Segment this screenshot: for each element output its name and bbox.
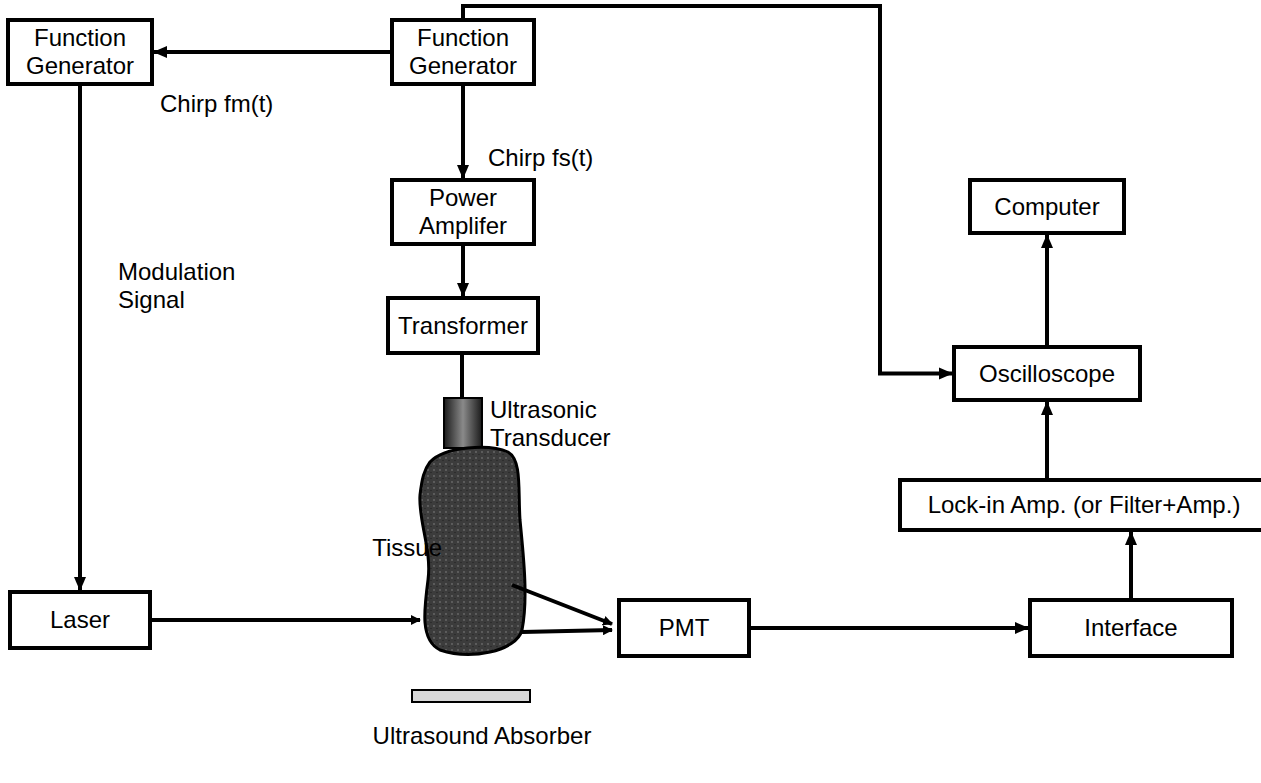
box-text: Interface (1078, 614, 1183, 642)
oscilloscope-box: Oscilloscope (952, 345, 1142, 402)
signal-label: Modulation Signal (118, 258, 268, 314)
box-text: Function Generator (394, 24, 532, 80)
box-text: Function Generator (10, 24, 150, 80)
box-text: Power Amplifer (394, 184, 532, 240)
box-text: Laser (44, 606, 116, 634)
signal-arrow (461, 86, 465, 178)
detector-box: PMT (617, 598, 751, 658)
box-text: PMT (653, 614, 716, 642)
generator-box: Function Generator (6, 18, 154, 86)
generator-box: Function Generator (390, 18, 536, 86)
box-text: Oscilloscope (973, 360, 1121, 388)
signal-arrow (154, 50, 390, 54)
box-text: Computer (988, 193, 1105, 221)
light-path (512, 585, 612, 624)
part-label: Tissue (352, 534, 442, 562)
transformer-box: Transformer (386, 296, 540, 355)
drive-wire (460, 355, 464, 398)
signal-arrow (1129, 532, 1133, 598)
signal-arrow (78, 86, 82, 590)
transducer-symbol (444, 398, 482, 448)
signal-arrow (1045, 402, 1049, 478)
signal-label: Chirp fm(t) (160, 90, 360, 118)
signal-arrow (751, 626, 1028, 630)
box-text: Transformer (392, 312, 534, 340)
absorber-plate (412, 690, 530, 702)
part-label: Ultrasonic Transducer (490, 396, 630, 452)
signal-label: Chirp fs(t) (488, 144, 688, 172)
computer-box: Computer (968, 178, 1126, 235)
lockin-box: Lock-in Amp. (or Filter+Amp.) (898, 478, 1261, 532)
amplifier-box: Power Amplifer (390, 178, 536, 246)
interface-box: Interface (1028, 598, 1234, 658)
signal-arrow (461, 246, 465, 296)
box-text: Lock-in Amp. (or Filter+Amp.) (922, 491, 1247, 519)
signal-arrow (1045, 235, 1049, 345)
part-label: Ultrasound Absorber (352, 722, 612, 750)
laser-box: Laser (8, 590, 152, 650)
light-path (522, 630, 612, 632)
laser-beam (152, 618, 420, 622)
